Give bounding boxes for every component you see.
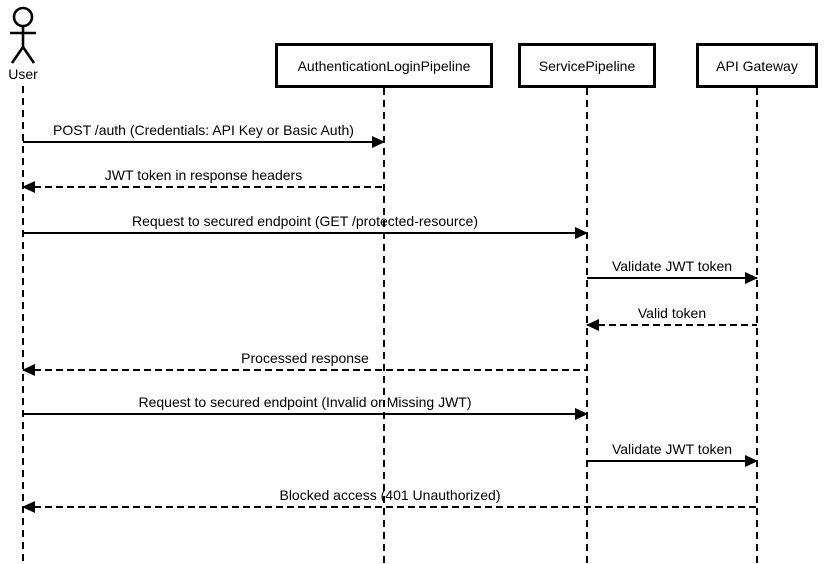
message-line: [23, 369, 587, 371]
message-label: POST /auth (Credentials: API Key or Basi…: [53, 122, 354, 138]
message-label: Request to secured endpoint (Invalid or …: [138, 394, 472, 410]
message-blocked-access: Blocked access (401 Unauthorized): [22, 487, 757, 513]
message-line: [23, 141, 384, 143]
actor-user-label: User: [8, 66, 38, 82]
message-line: [587, 324, 757, 326]
message-label: Validate JWT token: [611, 258, 733, 274]
participant-label: AuthenticationLoginPipeline: [297, 57, 471, 74]
message-line: [587, 277, 757, 279]
arrowhead-right-icon: [575, 408, 588, 420]
participant-label: API Gateway: [716, 57, 798, 74]
lifeline-api-gateway: [756, 88, 758, 564]
message-line: [23, 413, 587, 415]
message-post-auth: POST /auth (Credentials: API Key or Basi…: [23, 122, 385, 148]
message-valid-token: Valid token: [586, 305, 757, 331]
participant-box-authentication-login-pipeline: AuthenticationLoginPipeline: [275, 43, 493, 88]
lifeline-user: [22, 86, 24, 564]
participant-box-service-pipeline: ServicePipeline: [518, 43, 656, 88]
person-icon: [10, 6, 36, 64]
message-validate-jwt-token-1: Validate JWT token: [587, 258, 758, 284]
arrowhead-left-icon: [22, 364, 35, 376]
message-label: Valid token: [637, 305, 707, 321]
arrowhead-right-icon: [372, 136, 385, 148]
message-label: Validate JWT token: [611, 441, 733, 457]
message-line: [23, 506, 757, 508]
message-request-secured-endpoint: Request to secured endpoint (GET /protec…: [23, 213, 588, 239]
arrowhead-left-icon: [22, 181, 35, 193]
message-jwt-token-response: JWT token in response headers: [22, 167, 384, 193]
message-processed-response: Processed response: [22, 350, 587, 376]
participant-box-api-gateway: API Gateway: [696, 43, 818, 88]
arrowhead-left-icon: [22, 501, 35, 513]
message-line: [587, 460, 757, 462]
participant-label: ServicePipeline: [538, 57, 636, 74]
arrowhead-right-icon: [745, 272, 758, 284]
lifeline-authentication-login-pipeline: [383, 88, 385, 564]
actor-user: User: [0, 4, 46, 82]
message-label: Processed response: [241, 350, 369, 366]
message-line: [23, 186, 384, 188]
message-validate-jwt-token-2: Validate JWT token: [587, 441, 758, 467]
arrowhead-left-icon: [586, 319, 599, 331]
arrowhead-right-icon: [575, 227, 588, 239]
arrowhead-right-icon: [745, 455, 758, 467]
message-label: JWT token in response headers: [104, 167, 303, 183]
message-label: Blocked access (401 Unauthorized): [279, 487, 501, 503]
message-line: [23, 232, 587, 234]
message-label: Request to secured endpoint (GET /protec…: [131, 213, 479, 229]
message-request-invalid-jwt: Request to secured endpoint (Invalid or …: [23, 394, 588, 420]
